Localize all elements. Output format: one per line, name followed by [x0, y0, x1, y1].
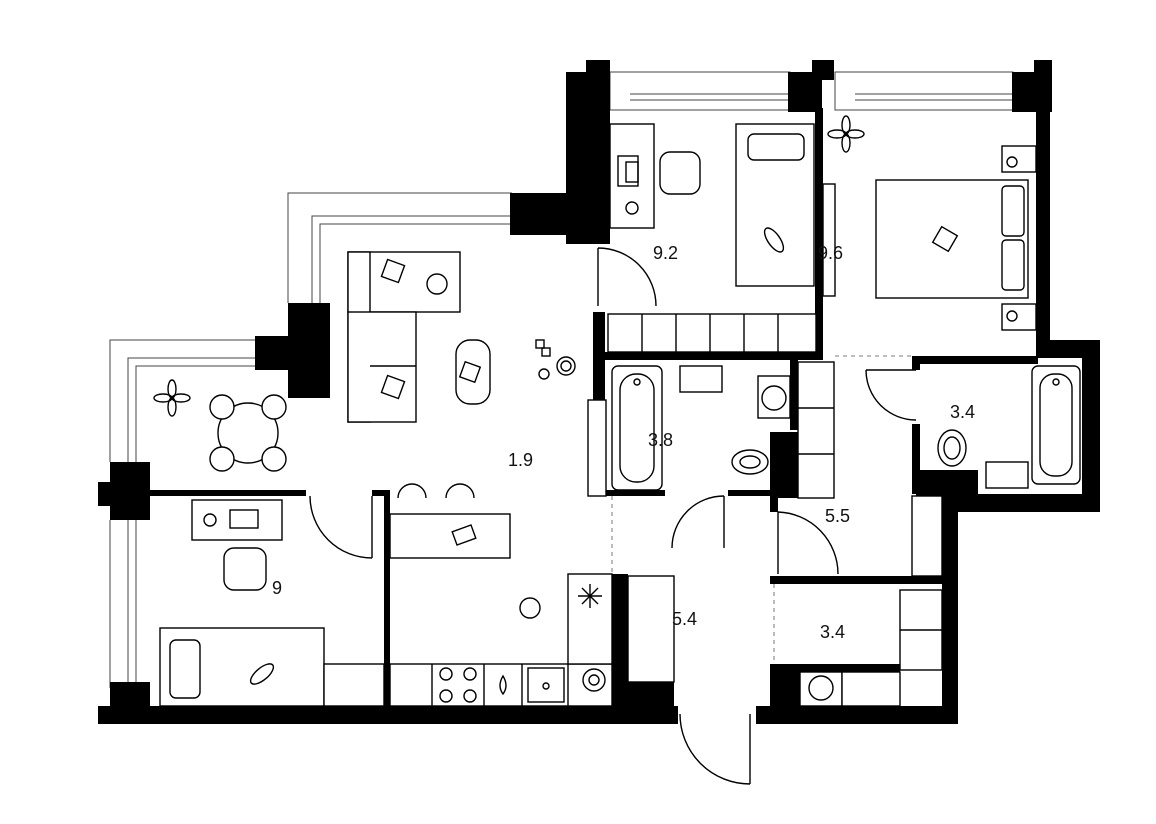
washing-machine-icon [582, 668, 606, 692]
laptop-icon [229, 161, 639, 546]
room-area-bedroom-top-right: 9.6 [818, 243, 843, 263]
doors [309, 247, 917, 785]
room-area-bedroom-left: 9 [272, 578, 282, 598]
blocks-toy-icon [535, 339, 576, 380]
rocket-toy-icon [249, 227, 785, 685]
sink-icon [499, 674, 550, 696]
boiler-icon [761, 385, 834, 701]
room-area-bathroom-center: 3.8 [648, 430, 673, 450]
room-area-bathroom-right: 3.4 [950, 402, 975, 422]
snowflake-icon [578, 584, 602, 608]
stove-icon [439, 667, 477, 703]
room-area-storage: 3.4 [820, 622, 845, 642]
toilet-icon [739, 436, 961, 469]
room-area-living-kitchen: 1.9 [508, 450, 533, 470]
window-frames [109, 71, 1014, 688]
plant-icon [153, 115, 865, 417]
furniture [159, 123, 1081, 707]
room-labels: 9.2 9.6 1.9 3.8 3.4 5.5 9 5.4 3.4 [272, 243, 975, 642]
bathtub-icon [633, 378, 1060, 386]
room-area-hallway: 5.5 [825, 506, 850, 526]
walls [98, 60, 1100, 724]
desk-lamp-icon [203, 156, 1018, 527]
cat-icon [426, 273, 541, 619]
pillow-icon [380, 225, 959, 400]
openings [611, 355, 912, 664]
room-area-bedroom-top-left: 9.2 [653, 243, 678, 263]
room-area-entry: 5.4 [672, 609, 697, 629]
